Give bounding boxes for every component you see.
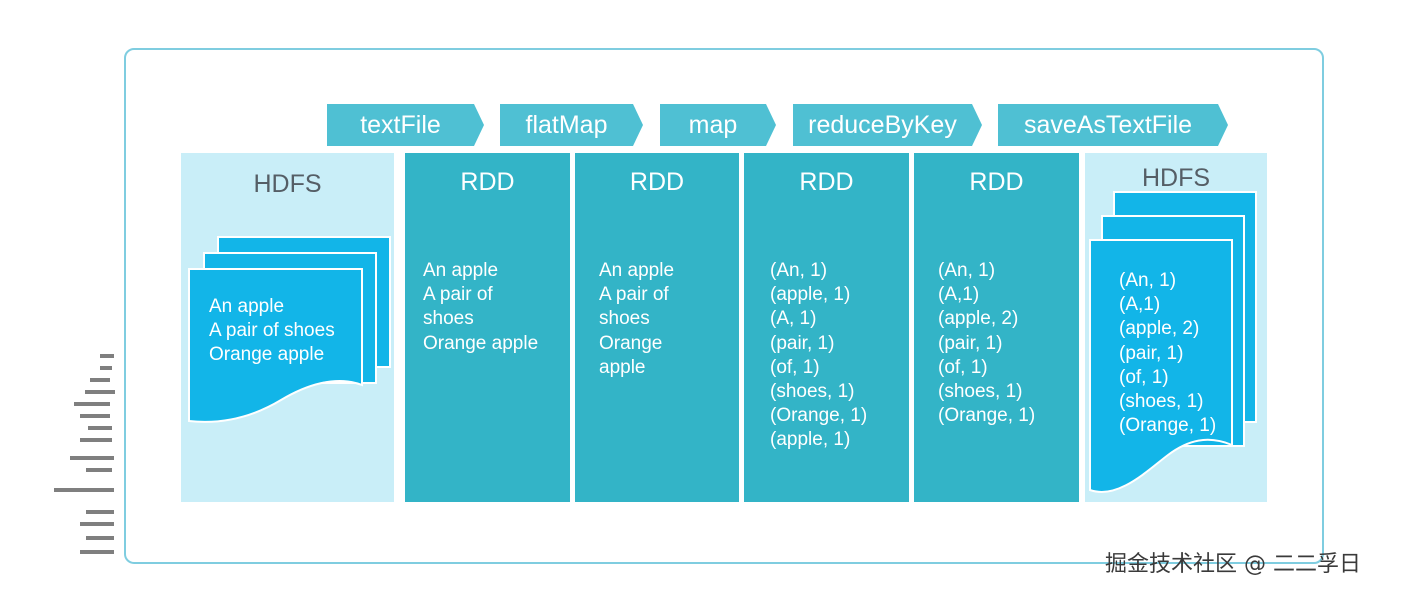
column-title: RDD	[799, 168, 854, 196]
op-flatmap: flatMap	[500, 104, 643, 146]
column-title: RDD	[969, 168, 1024, 196]
watermark: 掘金技术社区 @ 二二孚日	[1105, 552, 1361, 577]
op-textfile: textFile	[327, 104, 484, 146]
rdd-column-2: RDD An apple A pair of shoes Orange appl…	[575, 153, 739, 502]
column-title: RDD	[629, 168, 685, 196]
op-saveastextfile: saveAsTextFile	[998, 104, 1228, 146]
hdfs-source-column: HDFS An apple A pair of shoes Orange app…	[181, 153, 394, 502]
column-title: HDFS	[253, 170, 322, 198]
rdd-column-4: RDD (An, 1) (A,1) (apple, 2) (pair, 1) (…	[914, 153, 1079, 502]
hdfs-source-text: An apple A pair of shoes Orange apple	[209, 296, 335, 366]
rdd-2-text: An apple A pair of shoes Orange apple	[599, 260, 675, 378]
document-stack-icon	[1089, 191, 1257, 493]
rdd-column-1: RDD An apple A pair of shoes Orange appl…	[405, 153, 570, 502]
column-title: HDFS	[1141, 164, 1211, 192]
op-reducebykey: reduceByKey	[793, 104, 982, 146]
hdfs-output-text: (An, 1) (A,1) (apple, 2) (pair, 1) (of, …	[1119, 270, 1217, 437]
rdd-4-text: (An, 1) (A,1) (apple, 2) (pair, 1) (of, …	[938, 260, 1036, 427]
rdd-column-3: RDD (An, 1) (apple, 1) (A, 1) (pair, 1) …	[744, 153, 909, 502]
op-map: map	[660, 104, 776, 146]
column-title: RDD	[460, 168, 515, 196]
rdd-1-text: An apple A pair of shoes Orange apple	[423, 260, 539, 354]
document-stack-icon	[188, 236, 391, 423]
decorative-bars	[50, 350, 120, 560]
rdd-3-text: (An, 1) (apple, 1) (A, 1) (pair, 1) (of,…	[770, 260, 868, 451]
hdfs-output-column: HDFS (An, 1) (A,1) (apple, 2) (pair, 1) …	[1085, 153, 1267, 502]
